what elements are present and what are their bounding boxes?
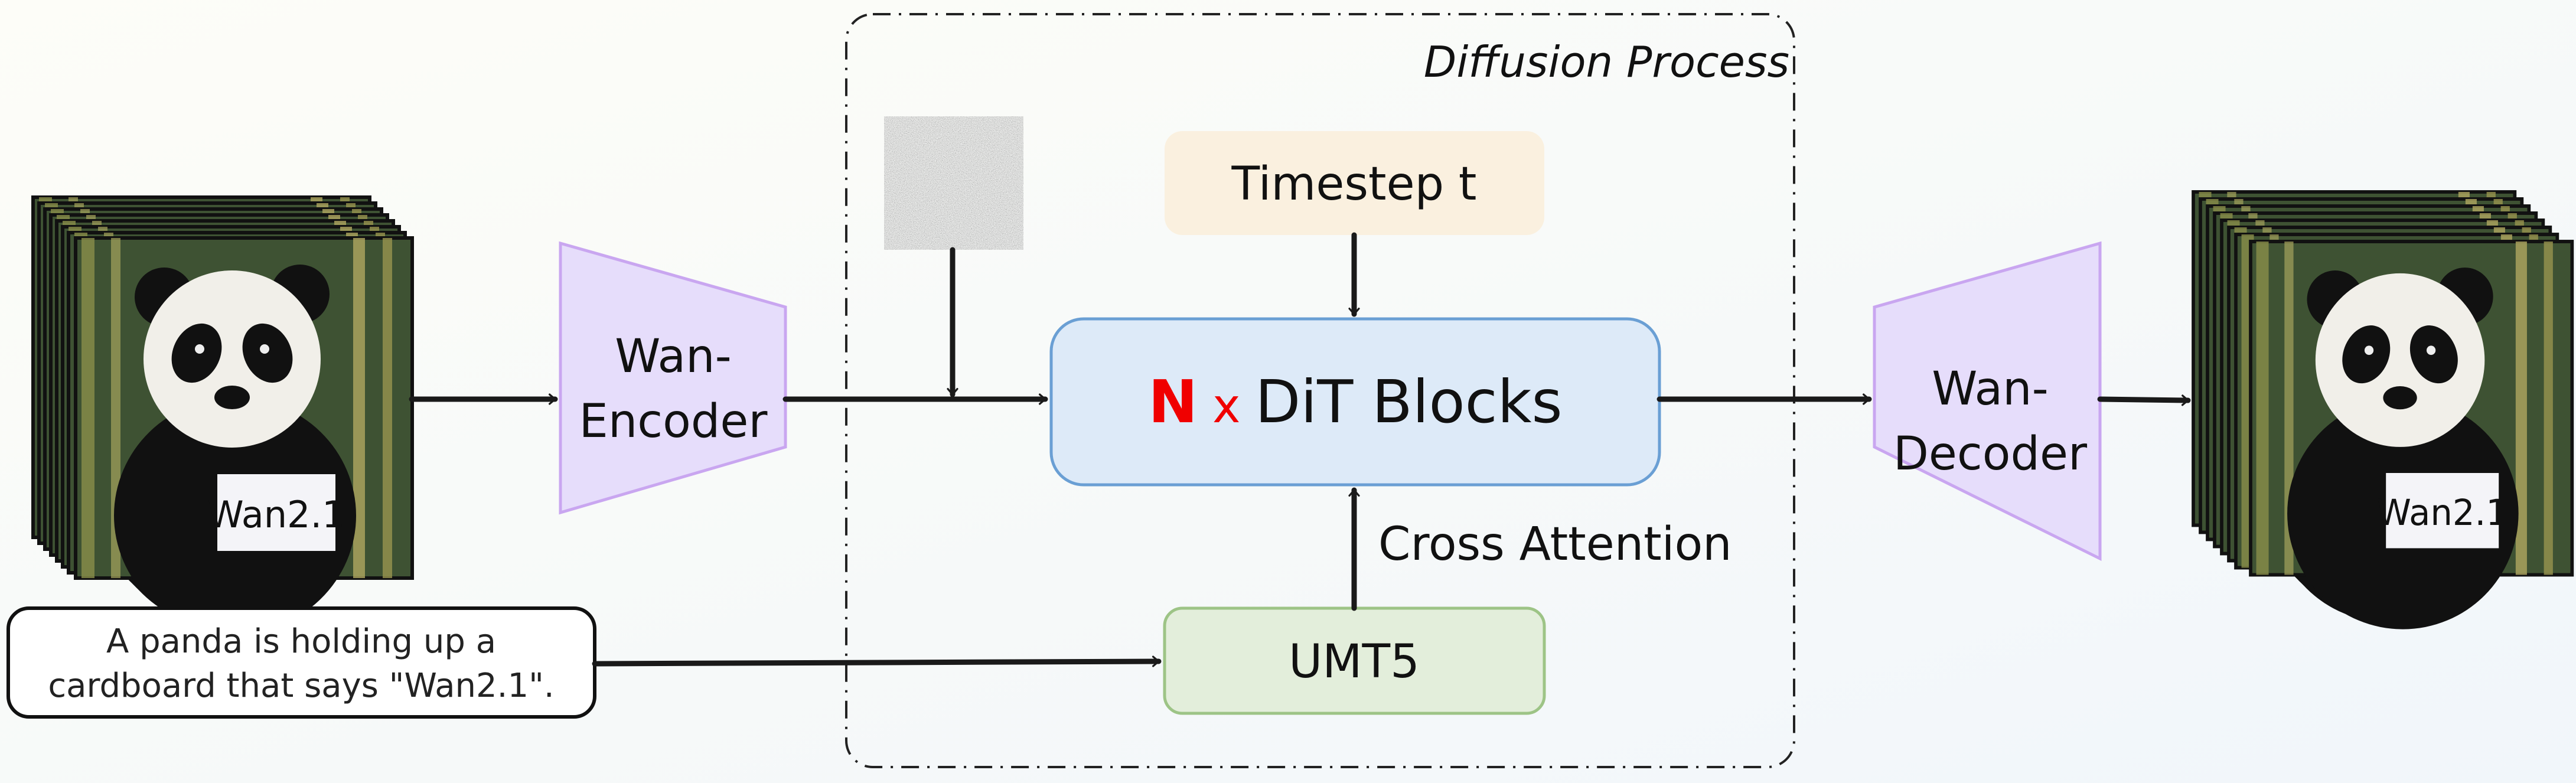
- diffusion-process-container: [845, 13, 1795, 768]
- dit-label: DiT Blocks: [1255, 367, 1562, 436]
- output-video-stack: Wan2.1: [2193, 192, 2572, 629]
- umt5-label: UMT5: [1289, 635, 1420, 689]
- arrow-decoder-to-video: [2097, 394, 2191, 406]
- input-video-stack: Wan2.1: [33, 197, 412, 634]
- output-frame-image: [2251, 242, 2572, 629]
- arrows: [409, 232, 2191, 667]
- prompt-line1: A panda is holding up a: [106, 622, 496, 661]
- prompt-line2: cardboard that says "Wan2.1".: [48, 667, 554, 705]
- encoder-label-line2: Encoder: [579, 395, 768, 448]
- gaussian-noise-image: [884, 116, 1023, 250]
- arrow-prompt-to-umt5: [592, 655, 1162, 667]
- input-frame-image: [76, 238, 412, 634]
- input-sign-text: Wan2.1: [207, 493, 345, 536]
- encoder-label-line1: Wan-: [615, 330, 732, 383]
- wan-decoder: [1873, 241, 2102, 562]
- cross-attention-label: Cross Attention: [1378, 518, 1732, 571]
- timestep-label: Timestep t: [1231, 158, 1477, 211]
- diffusion-process-label: Diffusion Process: [1424, 37, 1789, 87]
- dit-times: x: [1212, 379, 1240, 433]
- wan-encoder: [559, 241, 787, 515]
- dit-count-symbol: N: [1148, 367, 1198, 436]
- decoder-label-line1: Wan-: [1932, 363, 2049, 416]
- timestep-box: [1165, 131, 1544, 235]
- output-sign-text: Wan2.1: [2376, 492, 2508, 534]
- decoder-label-line2: Decoder: [1893, 428, 2088, 481]
